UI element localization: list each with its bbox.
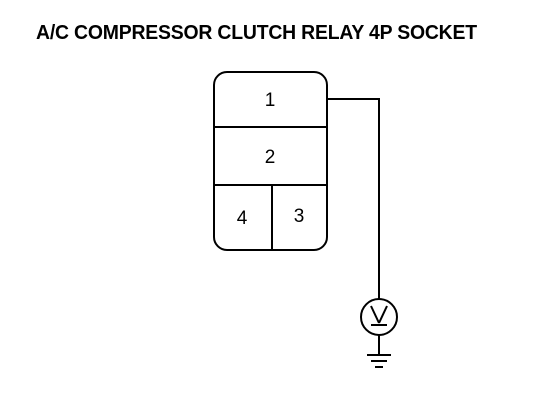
terminal-2-label: 2 bbox=[265, 147, 276, 168]
socket-outline bbox=[213, 71, 328, 251]
relay-socket: 1 2 4 3 bbox=[213, 71, 328, 251]
ground-icon bbox=[367, 335, 391, 368]
probe-wire bbox=[327, 98, 380, 299]
voltmeter-icon bbox=[360, 298, 398, 336]
terminal-3-label: 3 bbox=[294, 206, 305, 227]
terminal-4-label: 4 bbox=[237, 208, 248, 229]
diagram-title: A/C COMPRESSOR CLUTCH RELAY 4P SOCKET bbox=[36, 22, 477, 44]
terminal-1-label: 1 bbox=[265, 90, 276, 111]
